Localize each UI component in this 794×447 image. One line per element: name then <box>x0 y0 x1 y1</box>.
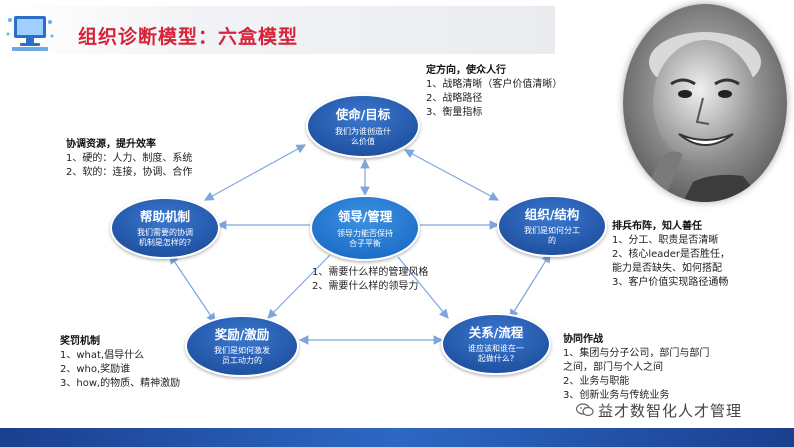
arrow-mission-help <box>203 144 307 201</box>
node-leader-sub2: 合子平衡 <box>349 238 381 248</box>
computer-logo-icon <box>6 16 54 51</box>
note-mission-item: 1、战略清晰（客户价值清晰） <box>426 79 563 90</box>
note-mission-item: 3、衡量指标 <box>426 107 483 118</box>
node-help-title: 帮助机制 <box>140 209 190 224</box>
note-help-item: 2、软的：连接，协调、合作 <box>66 167 193 178</box>
note-reward-item: 3、how,的物质、精神激励 <box>60 378 181 389</box>
note-org-item: 2、核心leader是否胜任， <box>612 249 731 260</box>
note-mission: 定方向，使众人行 1、战略清晰（客户价值清晰） 2、战略路径 3、衡量指标 <box>426 64 562 120</box>
arrow-leader-relation <box>397 256 449 319</box>
connector-arrows <box>169 144 551 345</box>
note-relation-item: 3、创新业务与传统业务 <box>563 390 670 401</box>
note-mission-item: 2、战略路径 <box>426 93 483 104</box>
note-reward-head: 奖罚机制 <box>60 336 100 347</box>
footer-brand-text: 益才数智化人才管理 <box>598 402 743 420</box>
note-help-item: 1、硬的：人力、制度、系统 <box>66 153 193 164</box>
node-help-sub1: 我们需要的协调 <box>137 227 193 237</box>
author-portrait <box>623 4 787 202</box>
node-leader: 领导/管理 领导力能否保持 合子平衡 <box>310 195 420 261</box>
page-title: 组织诊断模型：六盒模型 <box>78 26 299 48</box>
note-relation-item: 之间，部门与个人之间 <box>563 362 663 373</box>
node-relation-title: 关系/流程 <box>469 325 524 340</box>
node-org-sub1: 我们是如何分工 <box>524 225 580 235</box>
bottom-bar <box>0 428 794 447</box>
arrow-org-relation <box>509 252 551 320</box>
node-reward: 奖励/激励 我们是如何激发 员工动力的 <box>185 315 299 377</box>
node-org-sub2: 的 <box>548 235 556 245</box>
arrow-leader-reward <box>267 254 331 319</box>
node-help: 帮助机制 我们需要的协调 机制是怎样的? <box>110 197 220 259</box>
node-mission-title: 使命/目标 <box>335 107 391 122</box>
node-relation: 关系/流程 谁应该和谁在一 起做什么? <box>441 313 551 375</box>
node-org: 组织/结构 我们是如何分工 的 <box>497 195 607 257</box>
node-mission: 使命/目标 我们为谁创造什 么价值 <box>306 94 420 158</box>
note-leader-item: 2、需要什么样的领导力 <box>312 281 419 292</box>
node-reward-sub2: 员工动力的 <box>222 355 262 365</box>
note-reward: 奖罚机制 1、what,倡导什么 2、who,奖励谁 3、how,的物质、精神激… <box>60 335 180 391</box>
note-leader-item: 1、需要什么样的管理风格 <box>312 267 429 278</box>
note-help-head: 协调资源，提升效率 <box>66 139 156 150</box>
node-leader-sub1: 领导力能否保持 <box>337 228 393 238</box>
node-help-sub2: 机制是怎样的? <box>139 237 191 247</box>
node-org-title: 组织/结构 <box>525 207 580 222</box>
note-reward-item: 2、who,奖励谁 <box>60 364 131 375</box>
node-mission-sub1: 我们为谁创造什 <box>335 126 391 136</box>
note-relation-head: 协同作战 <box>563 334 603 345</box>
note-org-head: 排兵布阵，知人善任 <box>612 221 702 232</box>
note-mission-head: 定方向，使众人行 <box>426 65 506 76</box>
node-leader-title: 领导/管理 <box>338 209 393 224</box>
note-leader: 1、需要什么样的管理风格 2、需要什么样的领导力 <box>312 266 428 294</box>
note-org-item: 1、分工、职责是否清晰 <box>612 235 719 246</box>
wechat-icon <box>576 403 594 417</box>
node-reward-sub1: 我们是如何激发 <box>214 345 270 355</box>
node-reward-title: 奖励/激励 <box>215 327 270 342</box>
note-help: 协调资源，提升效率 1、硬的：人力、制度、系统 2、软的：连接，协调、合作 <box>66 138 192 180</box>
arrow-help-reward <box>169 254 216 323</box>
node-mission-sub2: 么价值 <box>351 136 375 146</box>
title-bar: 组织诊断模型：六盒模型 <box>0 6 555 54</box>
note-org-item: 能力是否缺失、如何搭配 <box>612 263 722 274</box>
note-org-item: 3、客户价值实现路径通畅 <box>612 277 729 288</box>
note-relation: 协同作战 1、集团与分子公司，部门与部门 之间，部门与个人之间 2、业务与职能 … <box>563 333 709 403</box>
note-org: 排兵布阵，知人善任 1、分工、职责是否清晰 2、核心leader是否胜任， 能力… <box>612 220 730 290</box>
note-relation-item: 2、业务与职能 <box>563 376 630 387</box>
footer-brand: 益才数智化人才管理 <box>576 400 742 421</box>
node-relation-sub2: 起做什么? <box>478 353 514 363</box>
arrow-mission-org <box>403 149 500 201</box>
note-reward-item: 1、what,倡导什么 <box>60 350 145 361</box>
note-relation-item: 1、集团与分子公司，部门与部门 <box>563 348 710 359</box>
node-relation-sub1: 谁应该和谁在一 <box>468 343 524 353</box>
